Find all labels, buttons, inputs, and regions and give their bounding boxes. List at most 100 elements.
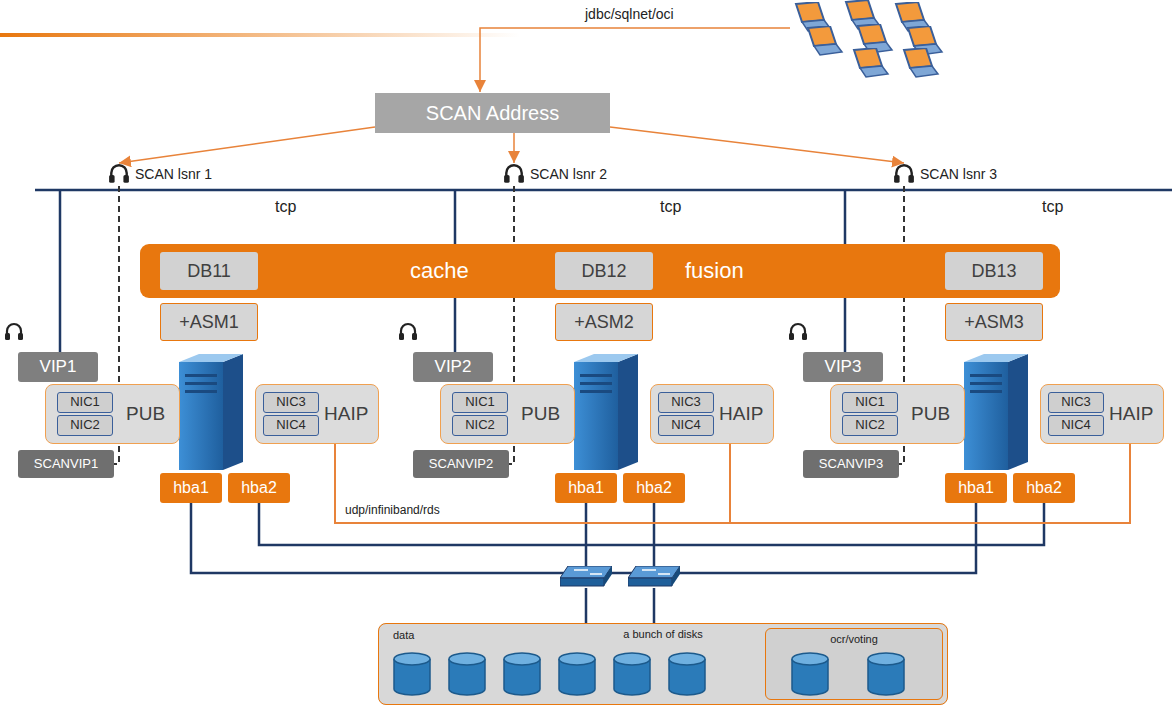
nic-box: NIC1 <box>57 392 113 413</box>
listener-icon <box>789 324 807 340</box>
accent-bar <box>0 33 520 37</box>
listener-icon <box>5 324 23 340</box>
node-text: SCAN lsnr 1 <box>135 166 212 182</box>
node-text: hba2 <box>636 479 672 497</box>
node-text: fusion <box>685 258 744 283</box>
nic-box: NIC3 <box>658 392 714 413</box>
hba-box: hba1 <box>945 473 1007 503</box>
node-text: PUB <box>911 403 950 425</box>
node-text: NIC1 <box>855 395 885 410</box>
node-text: hba1 <box>958 479 994 497</box>
node-text: PUB <box>521 403 560 425</box>
pub-box: PUB NIC1NIC2 <box>830 384 965 444</box>
node-text: NIC4 <box>276 418 306 433</box>
disk-icon <box>792 653 828 695</box>
node-text: HAIP <box>324 403 368 425</box>
node-text: +ASM2 <box>574 312 634 333</box>
hba-box: hba2 <box>228 473 290 503</box>
network-label: tcp <box>660 198 681 216</box>
pub-box: HAIP NIC3NIC4 <box>1040 384 1164 444</box>
pub-box: PUB NIC1NIC2 <box>45 384 180 444</box>
server-icon <box>574 354 638 470</box>
vip-link <box>60 190 845 352</box>
nic-box: NIC1 <box>452 392 508 413</box>
asm-box: +ASM2 <box>555 303 653 341</box>
node-text: NIC1 <box>70 395 100 410</box>
hba-box: hba1 <box>555 473 617 503</box>
disk-icon <box>559 653 595 695</box>
node-text: NIC2 <box>70 418 100 433</box>
connector <box>513 133 515 163</box>
vip-box: VIP1 <box>18 352 98 382</box>
listener-icon <box>893 163 915 185</box>
node-text: HAIP <box>1109 403 1153 425</box>
node-text: NIC2 <box>465 418 495 433</box>
network-line <box>35 189 1172 192</box>
disk-icon <box>449 653 485 695</box>
edge-label: udp/infiniband/rds <box>343 504 442 518</box>
network-label: tcp <box>275 198 296 216</box>
storage-ground <box>378 623 948 705</box>
nic-box: NIC2 <box>452 415 508 436</box>
hba-box: hba1 <box>160 473 222 503</box>
nic-box: NIC2 <box>57 415 113 436</box>
node-text: NIC4 <box>1061 418 1091 433</box>
vip-box: VIP2 <box>413 352 493 382</box>
node-text: NIC2 <box>855 418 885 433</box>
nic-box: NIC4 <box>263 415 319 436</box>
band-box: cache fusion DB11 DB12 DB13 <box>140 244 1060 298</box>
disk-icon <box>504 653 540 695</box>
disk-icon <box>394 653 430 695</box>
network-label: tcp <box>1042 198 1063 216</box>
disk-icon <box>614 653 650 695</box>
connector <box>119 127 375 163</box>
laptop-icon <box>854 48 888 77</box>
node-text: SCANVIP2 <box>429 457 493 472</box>
hba-box: hba2 <box>1013 473 1075 503</box>
node-text: +ASM3 <box>964 312 1024 333</box>
switch-icon <box>628 566 680 586</box>
pub-box: PUB NIC1NIC2 <box>440 384 575 444</box>
node-text: SCANVIP1 <box>34 457 98 472</box>
node-text: NIC1 <box>465 395 495 410</box>
node-text: ocr/voting <box>830 633 878 646</box>
db-box: DB12 <box>555 252 653 290</box>
node-text: NIC3 <box>1061 395 1091 410</box>
nic-box: NIC3 <box>1048 392 1104 413</box>
voting-ground <box>765 628 943 700</box>
node-text: HAIP <box>719 403 763 425</box>
store-box: dataa bunch of disksocr/voting <box>378 623 948 705</box>
connector <box>610 127 904 163</box>
lsnr-box: SCAN lsnr 2 <box>503 163 615 186</box>
listener-icon <box>503 163 525 185</box>
node-text: VIP2 <box>435 357 472 377</box>
node-text: PUB <box>126 403 165 425</box>
node-text: NIC3 <box>671 395 701 410</box>
connector <box>335 444 730 523</box>
svip-box: SCANVIP2 <box>413 450 509 478</box>
laptop-icon <box>904 48 938 77</box>
node-text: hba1 <box>568 479 604 497</box>
nic-box: NIC4 <box>1048 415 1104 436</box>
node-text: VIP1 <box>40 357 77 377</box>
hba-box: hba2 <box>623 473 685 503</box>
asm-box: +ASM3 <box>945 303 1043 341</box>
node-text: DB11 <box>187 261 231 282</box>
node-text: hba2 <box>1026 479 1062 497</box>
db-box: DB11 <box>160 252 258 290</box>
asm-box: +ASM1 <box>160 303 258 341</box>
node-text: NIC4 <box>671 418 701 433</box>
svip-box: SCANVIP3 <box>803 450 899 478</box>
lsnr-box: SCAN lsnr 1 <box>108 163 220 186</box>
vip-box: VIP3 <box>803 352 883 382</box>
node-text: cache <box>410 258 469 283</box>
protocol-label: jdbc/sqlnet/oci <box>585 6 674 22</box>
node-text: VIP3 <box>825 357 862 377</box>
listener-icon <box>108 163 130 185</box>
nic-box: NIC3 <box>263 392 319 413</box>
client-line <box>480 28 790 92</box>
node-text: DB13 <box>971 261 1016 282</box>
scan-box: SCAN Address <box>375 93 610 133</box>
laptop-icon <box>808 26 842 55</box>
pub-box: HAIPNIC3NIC4 <box>255 384 379 444</box>
